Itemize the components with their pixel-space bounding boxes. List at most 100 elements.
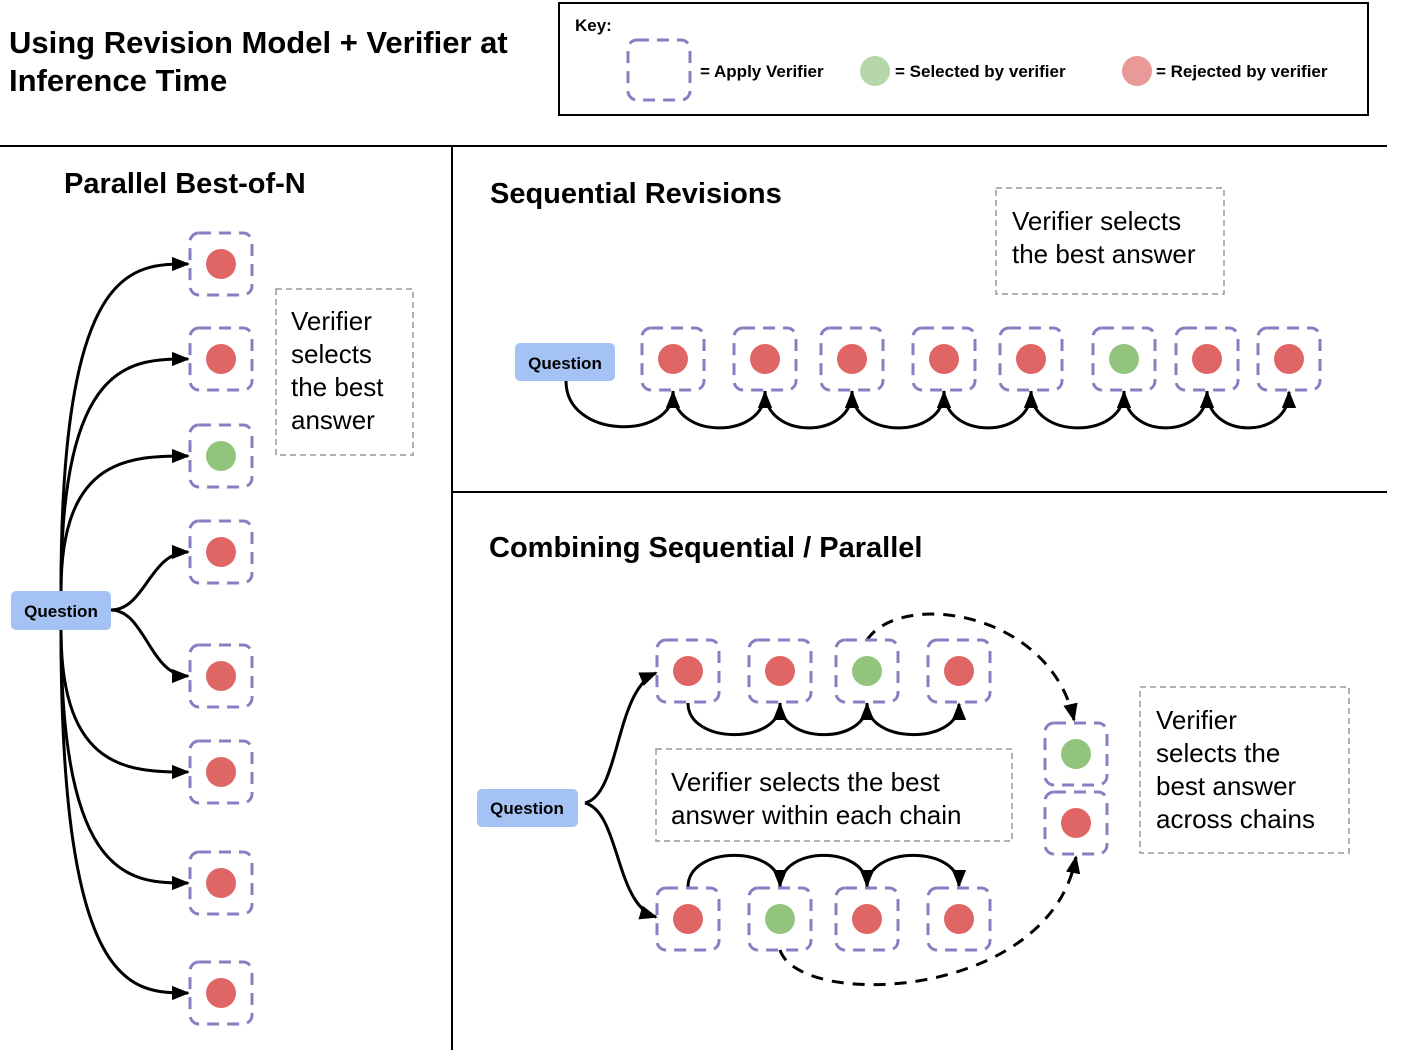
sequential-answer-node — [1091, 326, 1157, 392]
combined-note-across-border — [1139, 686, 1350, 854]
verifier-box-icon — [819, 326, 885, 392]
rejected-dot-icon — [1192, 344, 1222, 374]
combined-note-within: Verifier selects the best answer within … — [655, 748, 1013, 842]
combined-note-across-line: across chains — [1156, 804, 1315, 834]
sequential-answer-node — [998, 326, 1064, 392]
selected-dot-icon — [1061, 739, 1091, 769]
verifier-box-icon — [926, 638, 992, 704]
key-verifier-box-icon — [626, 38, 692, 102]
selected-dot-icon — [852, 656, 882, 686]
parallel-arrow — [59, 629, 190, 1001]
rejected-dot-icon — [206, 978, 236, 1008]
chain2-arrow — [865, 853, 967, 888]
parallel-answer-node — [188, 423, 254, 489]
chain1-arrow — [686, 702, 788, 737]
sequential-arrow — [1205, 390, 1297, 430]
combined-note-within-line: Verifier selects the best — [671, 767, 941, 797]
rejected-dot-icon — [929, 344, 959, 374]
sequential-question-box — [515, 343, 615, 381]
figure-title-line2: Inference Time — [9, 63, 227, 98]
rejected-dot-icon — [673, 656, 703, 686]
parallel-arrow — [59, 448, 190, 592]
chain1-answer-node — [747, 638, 813, 704]
verifier-box-icon — [1174, 326, 1240, 392]
verifier-box-icon — [911, 326, 977, 392]
sequential-arrow — [942, 390, 1039, 430]
verifier-box-icon — [747, 638, 813, 704]
nodes-layer — [188, 231, 1322, 1026]
key-rejected-dot-icon — [1122, 56, 1152, 86]
chain2-answer-node — [747, 886, 813, 952]
parallel-arrow — [110, 544, 190, 612]
parallel-answer-node — [188, 739, 254, 805]
verifier-box-icon — [834, 638, 900, 704]
sequential-note-line: Verifier selects — [1012, 206, 1181, 236]
key-border — [558, 2, 1369, 116]
combined-note-across-line: best answer — [1156, 771, 1297, 801]
rejected-dot-icon — [206, 757, 236, 787]
sequential-arrow — [671, 390, 773, 430]
rejected-dot-icon — [673, 904, 703, 934]
rejected-dot-icon — [206, 661, 236, 691]
sequential-note: Verifier selects the best answer — [995, 187, 1225, 295]
verifier-box-icon — [926, 886, 992, 952]
chain2-arrow — [686, 853, 788, 888]
key-legend: Key: = Apply Verifier = Selected by veri… — [558, 2, 1369, 116]
sequential-note-border — [995, 187, 1225, 295]
sequential-question-label: Question — [528, 354, 602, 373]
rejected-dot-icon — [1061, 808, 1091, 838]
selected-dot-icon — [206, 441, 236, 471]
cross-chain-arrow — [778, 855, 1081, 987]
rejected-dot-icon — [765, 656, 795, 686]
rejected-dot-icon — [658, 344, 688, 374]
rejected-dot-icon — [206, 344, 236, 374]
sequential-question-node: Question — [515, 343, 615, 381]
sequential-answer-node — [911, 326, 977, 392]
rejected-dot-icon — [1274, 344, 1304, 374]
parallel-answer-node — [188, 850, 254, 916]
verifier-box-icon — [188, 643, 254, 709]
rejected-dot-icon — [944, 656, 974, 686]
combined-note-across-line: selects the — [1156, 738, 1280, 768]
verifier-box-icon — [747, 886, 813, 952]
figure-title-line1: Using Revision Model + Verifier at — [9, 25, 508, 60]
combined-question-box — [477, 789, 578, 827]
verifier-box-icon — [188, 326, 254, 392]
sequential-answer-node — [640, 326, 706, 392]
rejected-dot-icon — [206, 868, 236, 898]
verifier-box-icon — [655, 638, 721, 704]
rejected-dot-icon — [750, 344, 780, 374]
finalist-answer-node — [1043, 790, 1109, 856]
key-rejected: = Rejected by verifier — [1156, 62, 1328, 81]
parallel-note-line: selects — [291, 339, 372, 369]
sequential-title: Sequential Revisions — [490, 178, 782, 210]
combined-question-arrow — [584, 671, 658, 805]
verifier-box-icon — [188, 960, 254, 1026]
sequential-arrow — [850, 390, 952, 430]
chain1-answer-node — [655, 638, 721, 704]
sequential-arrow — [564, 380, 681, 429]
rejected-dot-icon — [206, 537, 236, 567]
combined-note-across-line: Verifier — [1156, 705, 1237, 735]
sequential-answer-node — [1174, 326, 1240, 392]
parallel-question-box — [11, 591, 111, 630]
verifier-box-icon — [1256, 326, 1322, 392]
parallel-arrow — [110, 608, 190, 684]
finalist-answer-node — [1043, 721, 1109, 787]
verifier-box-icon — [1043, 721, 1109, 787]
combined-title: Combining Sequential / Parallel — [489, 532, 922, 564]
parallel-answer-node — [188, 519, 254, 585]
combined-question-label: Question — [490, 799, 564, 818]
sequential-arrow — [1029, 390, 1132, 430]
rejected-dot-icon — [206, 249, 236, 279]
verifier-box-icon — [188, 519, 254, 585]
key-selected: = Selected by verifier — [895, 62, 1066, 81]
combined-question-arrow — [584, 801, 658, 920]
parallel-question-node: Question — [11, 591, 111, 630]
sequential-note-line: the best answer — [1012, 239, 1196, 269]
key-apply-verifier: = Apply Verifier — [700, 62, 824, 81]
verifier-box-icon — [188, 850, 254, 916]
chain1-arrow — [778, 702, 875, 737]
verifier-box-icon — [834, 886, 900, 952]
